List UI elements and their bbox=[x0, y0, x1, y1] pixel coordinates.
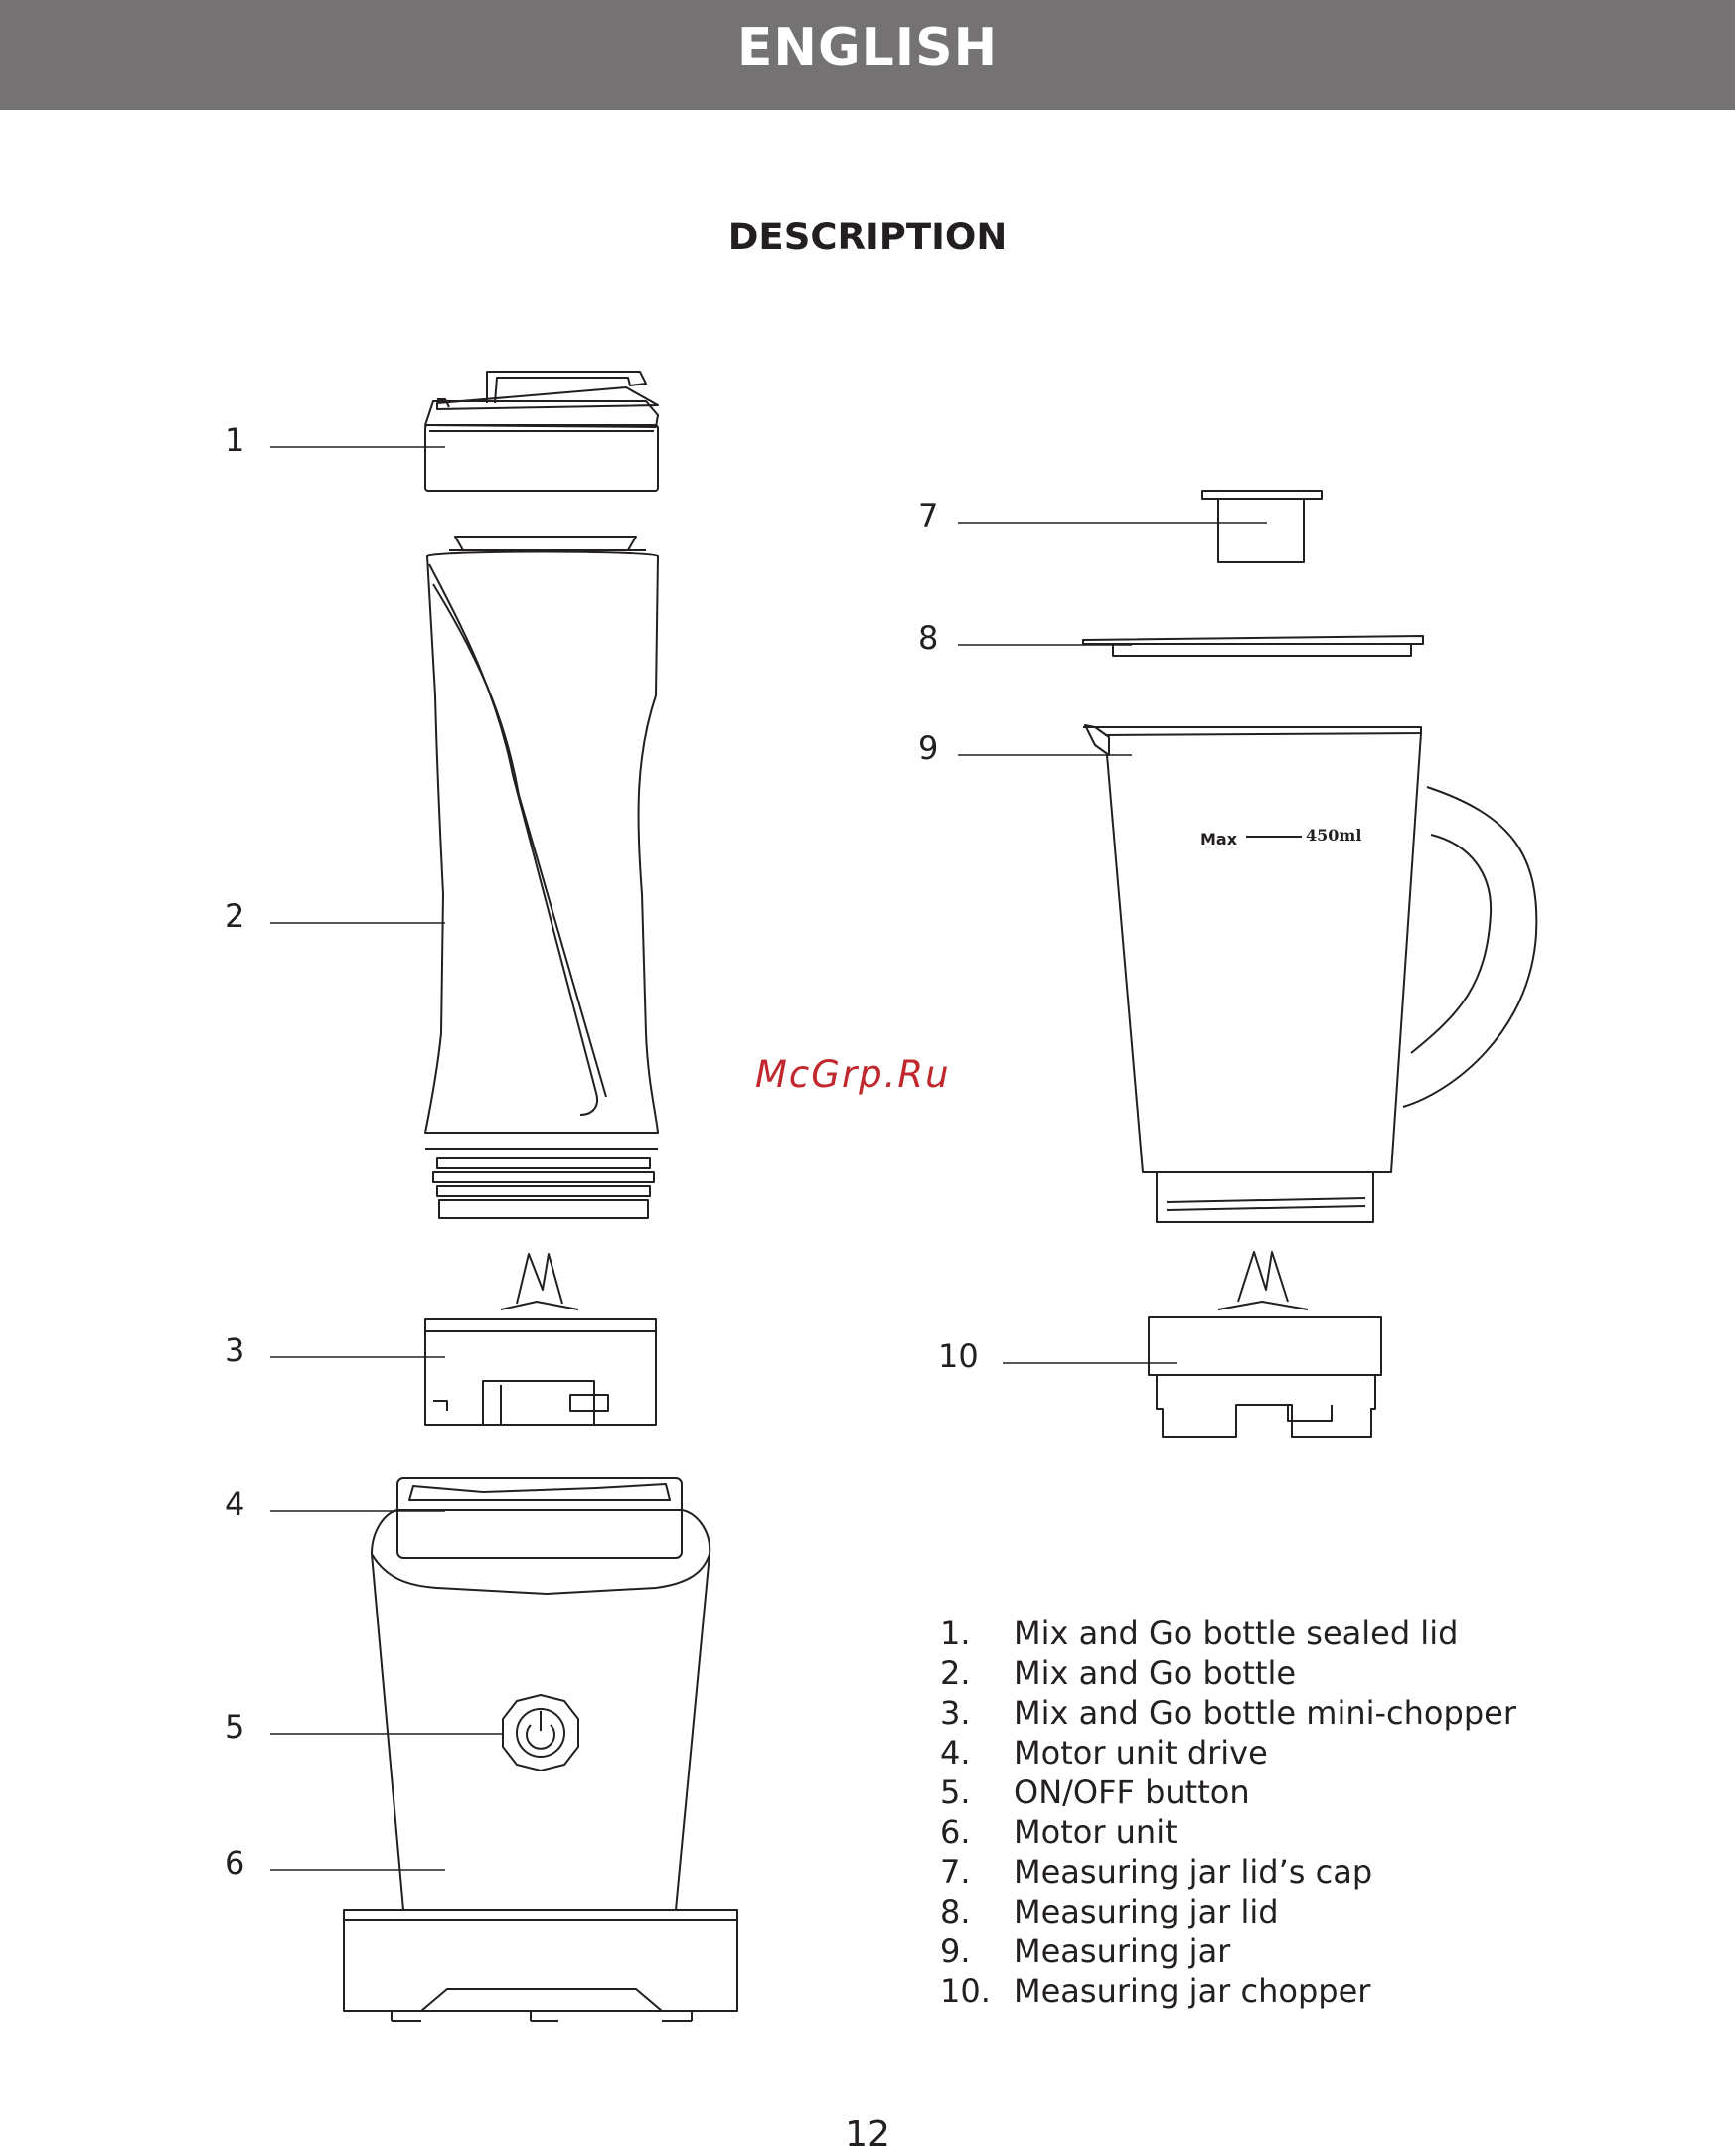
legend-item: 5.ON/OFF button bbox=[940, 1772, 1636, 1812]
legend-label: Measuring jar lid bbox=[1014, 1893, 1279, 1930]
legend-label: Measuring jar chopper bbox=[1014, 1972, 1370, 2010]
bottle-drawing bbox=[425, 537, 658, 1218]
jar-capacity-label: 450ml bbox=[1306, 826, 1361, 845]
legend-item: 4.Motor unit drive bbox=[940, 1733, 1636, 1772]
motor-unit-drawing bbox=[344, 1478, 737, 2021]
legend-item: 2.Mix and Go bottle bbox=[940, 1653, 1636, 1693]
legend-label: ON/OFF button bbox=[1014, 1773, 1250, 1811]
measuring-jar-drawing bbox=[1083, 725, 1536, 1222]
legend-item: 1.Mix and Go bottle sealed lid bbox=[940, 1614, 1636, 1653]
legend-item: 7.Measuring jar lid’s cap bbox=[940, 1852, 1636, 1892]
parts-legend: 1.Mix and Go bottle sealed lid 2.Mix and… bbox=[940, 1614, 1636, 2011]
watermark: McGrp.Ru bbox=[755, 1053, 994, 1096]
callout-10: 10 bbox=[938, 1337, 979, 1375]
legend-label: Motor unit bbox=[1014, 1813, 1178, 1851]
callout-8: 8 bbox=[918, 619, 938, 657]
legend-item: 6.Motor unit bbox=[940, 1812, 1636, 1852]
callout-6: 6 bbox=[225, 1844, 244, 1882]
legend-item: 10.Measuring jar chopper bbox=[940, 1971, 1636, 2011]
callout-3: 3 bbox=[225, 1331, 244, 1369]
legend-item: 9.Measuring jar bbox=[940, 1931, 1636, 1971]
legend-label: Measuring jar lid’s cap bbox=[1014, 1853, 1372, 1891]
jar-lid-drawing bbox=[1083, 636, 1423, 656]
callout-1: 1 bbox=[225, 421, 244, 459]
power-button-drawing bbox=[503, 1695, 578, 1771]
legend-label: Mix and Go bottle mini-chopper bbox=[1014, 1694, 1516, 1732]
callout-4: 4 bbox=[225, 1485, 244, 1523]
legend-item: 3.Mix and Go bottle mini-chopper bbox=[940, 1693, 1636, 1733]
page-number: 12 bbox=[0, 2114, 1735, 2155]
legend-item: 8.Measuring jar lid bbox=[940, 1892, 1636, 1931]
jar-chopper-drawing bbox=[1149, 1252, 1381, 1437]
lid-cap-drawing bbox=[1202, 491, 1322, 562]
callout-9: 9 bbox=[918, 729, 938, 767]
legend-label: Motor unit drive bbox=[1014, 1734, 1268, 1771]
legend-label: Mix and Go bottle bbox=[1014, 1654, 1296, 1692]
legend-label: Measuring jar bbox=[1014, 1932, 1230, 1970]
callout-5: 5 bbox=[225, 1708, 244, 1746]
callout-2: 2 bbox=[225, 897, 244, 935]
callout-7: 7 bbox=[918, 497, 938, 535]
mini-chopper-drawing bbox=[425, 1254, 656, 1425]
bottle-sealed-lid-drawing bbox=[425, 372, 658, 491]
legend-label: Mix and Go bottle sealed lid bbox=[1014, 1615, 1458, 1652]
jar-max-label: Max bbox=[1200, 830, 1238, 848]
